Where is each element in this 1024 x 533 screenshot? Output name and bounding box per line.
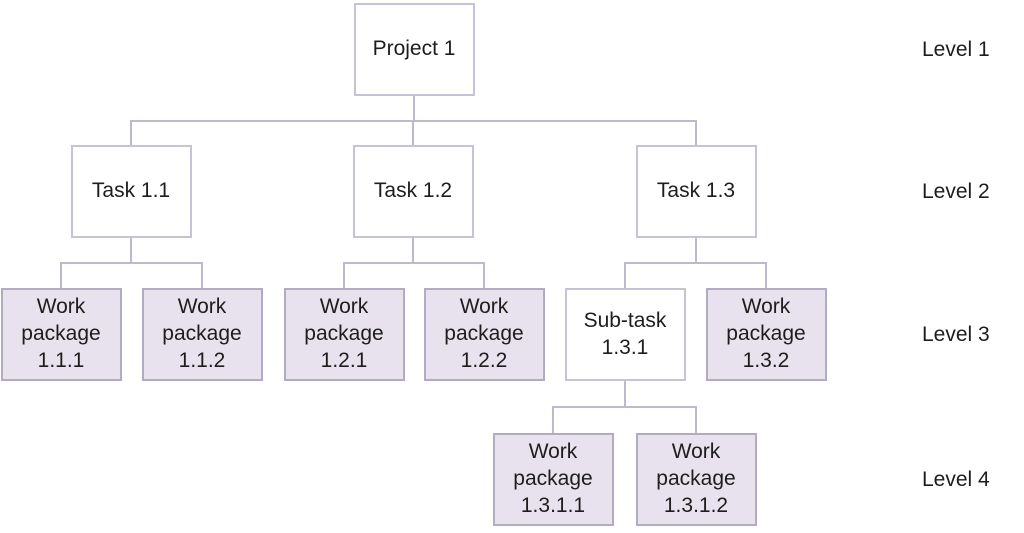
level-label-3: Level 3 [922,322,990,346]
level-label-4: Level 4 [922,467,990,491]
node-wp-1-2-1: Work package 1.2.1 [283,288,405,381]
node-wp-1-2-2: Work package 1.2.2 [423,288,545,381]
level-label-2: Level 2 [922,179,990,203]
node-wp-1-1-2: Work package 1.1.2 [141,288,263,381]
level-label-1: Level 1 [922,37,990,61]
node-task-1-1: Task 1.1 [70,145,192,238]
node-wp-1-3-1-1: Work package 1.3.1.1 [492,433,614,526]
node-project-1: Project 1 [353,3,475,96]
node-subtask-1-3-1: Sub-task 1.3.1 [564,288,686,381]
node-wp-1-3-2: Work package 1.3.2 [705,288,827,381]
node-task-1-2: Task 1.2 [352,145,474,238]
node-wp-1-3-1-2: Work package 1.3.1.2 [635,433,757,526]
node-task-1-3: Task 1.3 [635,145,757,238]
node-wp-1-1-1: Work package 1.1.1 [0,288,122,381]
